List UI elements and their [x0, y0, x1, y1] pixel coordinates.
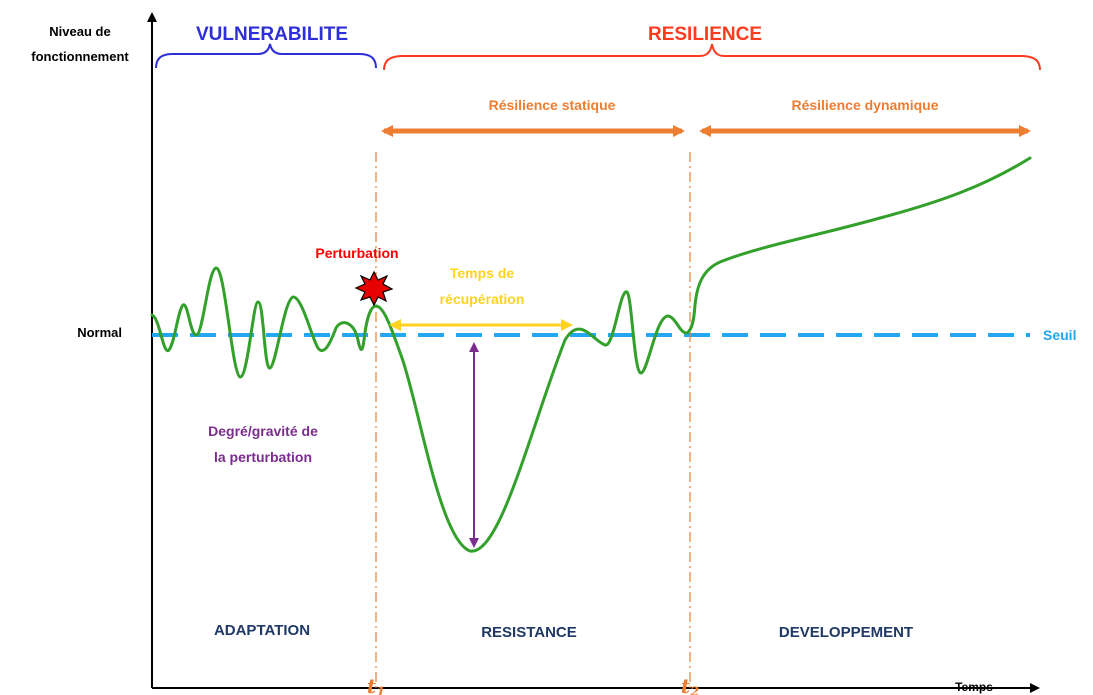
normal-label: Normal	[77, 325, 122, 340]
resilience-brace	[383, 43, 1041, 71]
vulnerability-brace	[155, 43, 377, 69]
resilience-title: RESILIENCE	[648, 24, 762, 45]
y-axis-label-line1: Niveau de	[49, 24, 110, 39]
t2-label: t2	[681, 674, 699, 695]
functioning-curve	[150, 156, 1032, 553]
x-axis-label: Temps	[955, 680, 993, 694]
static-resilience-label: Résilience statique	[489, 97, 616, 113]
y-axis-label-line2: fonctionnement	[31, 49, 129, 64]
threshold-label: Seuil	[1043, 327, 1076, 343]
phase-resistance: RESISTANCE	[481, 624, 577, 641]
perturbation-burst-icon	[354, 270, 394, 307]
recovery-time-label-line1: Temps de	[450, 265, 515, 281]
severity-label-line2: la perturbation	[214, 449, 312, 465]
severity-label-line1: Degré/gravité de	[208, 423, 318, 439]
vulnerability-title: VULNERABILITE	[196, 24, 348, 45]
recovery-time-label-line2: récupération	[440, 291, 525, 307]
dynamic-resilience-label: Résilience dynamique	[791, 97, 938, 113]
perturbation-label: Perturbation	[315, 245, 398, 261]
phase-development: DEVELOPPEMENT	[779, 624, 913, 641]
t1-label: t1	[367, 674, 385, 695]
phase-adaptation: ADAPTATION	[214, 622, 310, 639]
